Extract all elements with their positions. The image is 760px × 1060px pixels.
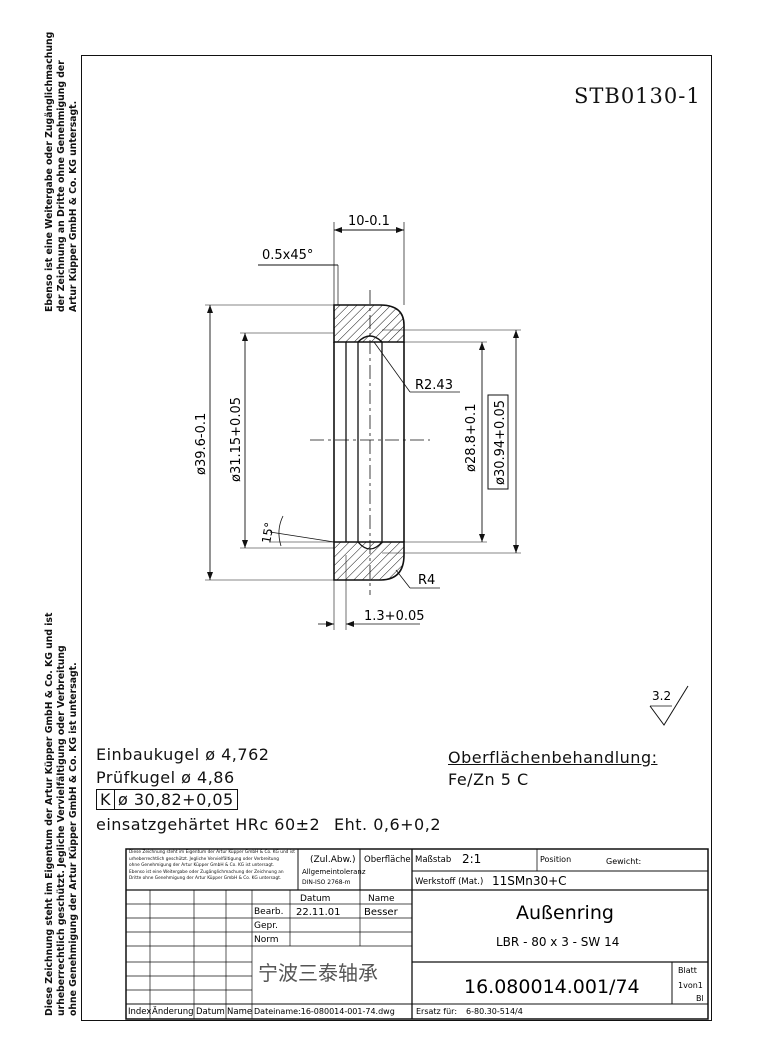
company-stamp: 宁波三泰轴承 xyxy=(258,961,378,985)
tolerance-line-3: DIN-ISO 2768-m xyxy=(302,879,351,886)
row-bearb-date: 22.11.01 xyxy=(296,907,341,918)
chamfer-dimension: 0.5x45° xyxy=(262,248,313,263)
corner-radius: R4 xyxy=(418,573,435,588)
lip-dimension: 1.3+0.05 xyxy=(364,609,425,624)
name-header: Name xyxy=(368,894,395,904)
roughness-value: 3.2 xyxy=(652,689,671,703)
surface-treatment-title: Oberflächenbehandlung: xyxy=(448,748,658,767)
width-dimension: 10-0.1 xyxy=(348,214,390,229)
inner-diameter: ø28.8+0.1 xyxy=(464,404,479,472)
col-index: Index xyxy=(128,1007,151,1017)
material-label: Werkstoff (Mat.) xyxy=(415,877,483,887)
title-block-notice: Diese Zeichnung steht im Eigentum der Ar… xyxy=(129,850,295,883)
notice-line: urheberrechtlich geschützt. Jegliche Ver… xyxy=(129,856,279,862)
part-title: Außenring xyxy=(516,902,614,924)
test-ball-note: Prüfkugel ø 4,86 xyxy=(96,768,235,787)
replaces-value: 6-80.30-514/4 xyxy=(466,1007,523,1016)
groove xyxy=(357,335,383,550)
notice-line: Dritte ohne Genehmigung der Artur Küpper… xyxy=(129,876,282,882)
drawing-number: STB0130-1 xyxy=(574,84,701,108)
notice-line: Diese Zeichnung steht im Eigentum der Ar… xyxy=(129,850,295,855)
part-subtitle: LBR - 80 x 3 - SW 14 xyxy=(496,935,619,949)
scale-label: Maßstab xyxy=(415,855,451,865)
notice-line: Ebenso ist eine Weitergabe oder Zugängli… xyxy=(129,869,284,875)
replaces-label: Ersatz für: xyxy=(416,1007,457,1016)
k-value: ø 30,82+0,05 xyxy=(115,789,238,810)
angle-dimension: 15° xyxy=(259,521,276,544)
notice-line: ohne Genehmigung der Artur Küpper GmbH &… xyxy=(129,863,275,869)
k-label: K xyxy=(96,789,115,810)
groove-diameter: ø30.94+0.05 xyxy=(493,400,508,485)
sheet-count: Bl xyxy=(696,994,704,1003)
row-gepr: Gepr. xyxy=(254,921,278,931)
filename: Dateiname:16-080014-001-74.dwg xyxy=(254,1007,395,1016)
surface-label: Oberfläche xyxy=(364,855,411,865)
tolerance-line-2: Allgemeintoleranz xyxy=(302,868,366,876)
scale-value: 2:1 xyxy=(462,852,481,866)
position-label: Position xyxy=(540,855,571,864)
surface-treatment-value: Fe/Zn 5 C xyxy=(448,770,529,789)
part-number: 16.080014.001/74 xyxy=(464,976,640,998)
case-depth-note: Eht. 0,6+0,2 xyxy=(334,815,441,834)
install-ball-note: Einbaukugel ø 4,762 xyxy=(96,745,270,764)
col-name: Name xyxy=(227,1007,252,1017)
lower-section xyxy=(333,541,405,581)
sheet-value: 1von1 xyxy=(678,981,703,990)
outer-diameter: ø39.6-0.1 xyxy=(194,413,209,475)
row-bearb: Bearb. xyxy=(254,907,284,917)
hardening-note: einsatzgehärtet HRc 60±2 xyxy=(96,815,321,834)
upper-section xyxy=(333,304,405,343)
material-value: 11SMn30+C xyxy=(492,874,567,888)
weight-label: Gewicht: xyxy=(606,857,641,866)
date-header: Datum xyxy=(300,894,330,904)
col-change: Änderung xyxy=(152,1006,194,1017)
drawing-frame xyxy=(81,55,712,1021)
tolerance-line-1: (Zul.Abw.) xyxy=(310,855,356,865)
col-date: Datum xyxy=(196,1007,225,1017)
row-bearb-name: Besser xyxy=(364,907,399,918)
groove-radius: R2.43 xyxy=(415,378,453,393)
bore-diameter: ø31.15+0.05 xyxy=(229,397,244,482)
row-norm: Norm xyxy=(254,935,279,945)
sheet-label: Blatt xyxy=(678,966,697,975)
